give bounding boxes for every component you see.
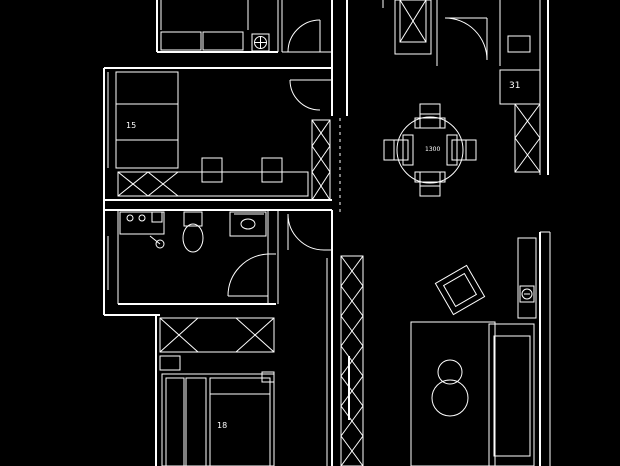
hall-wardrobe <box>340 255 364 466</box>
living-room <box>410 231 551 466</box>
top-bedroom <box>156 0 283 53</box>
storage-column <box>311 118 341 212</box>
shelf-number-label: 31 <box>509 81 520 91</box>
dining-set: 1300 <box>383 103 477 197</box>
right-shelf-column: 31 <box>499 69 541 173</box>
bathroom <box>103 210 279 315</box>
study-room: 15 <box>103 67 332 211</box>
bedroom-area-label: 18 <box>217 421 227 430</box>
dining-table-size-label: 1300 <box>425 146 440 153</box>
top-door-swings <box>282 0 348 116</box>
lamp-icon <box>521 288 533 300</box>
hallway-door <box>287 210 333 466</box>
master-bedroom: 18 <box>104 314 275 466</box>
study-room-area-label: 15 <box>126 121 136 130</box>
